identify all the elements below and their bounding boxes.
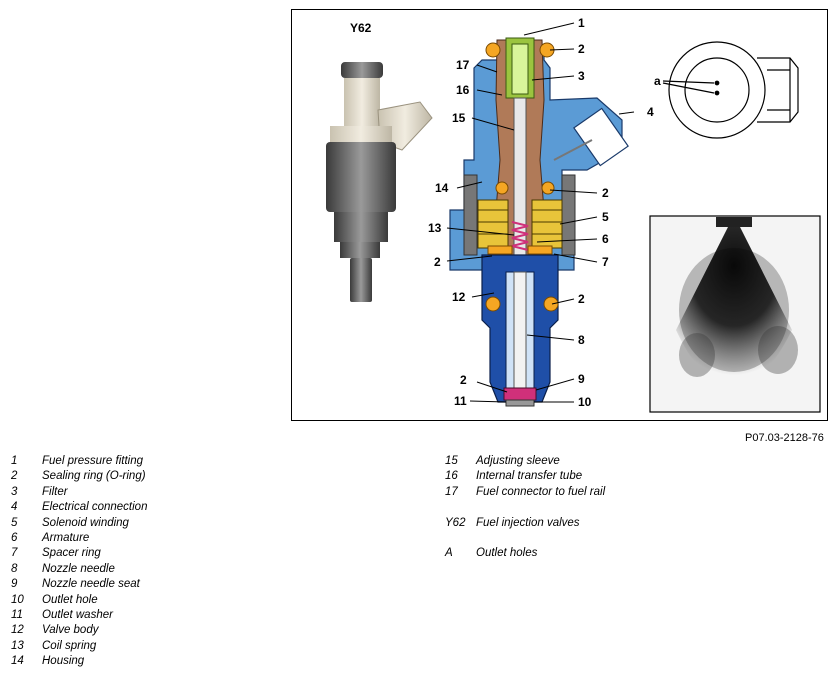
callout-9: 9 [578,372,585,386]
callout-12: 12 [452,290,466,304]
spray-photo [649,215,821,413]
callout-1: 1 [578,16,585,30]
callout-7: 7 [602,255,609,269]
figure-title: Y62 [350,21,372,35]
injector-diagram: Y62 [326,16,821,413]
callout-2-top: 2 [578,42,585,56]
callout-2-left: 2 [434,255,441,269]
callout-2-bottom: 2 [460,373,467,387]
callout-13: 13 [428,221,442,235]
callout-4: 4 [647,105,654,119]
callout-14: 14 [435,181,449,195]
nozzle-end-view [662,41,799,139]
callout-11: 11 [454,394,467,408]
callout-17: 17 [456,58,470,72]
callout-16: 16 [456,83,470,97]
callout-5: 5 [602,210,609,224]
injector-photo [326,62,433,302]
callout-3: 3 [578,69,585,83]
callout-a: a [654,74,661,88]
callout-6: 6 [602,232,609,246]
figure-code: P07.03-2128-76 [745,432,824,444]
leader-lines [446,22,635,403]
diagram-frame: Y62 [291,9,828,421]
injector-cross-section [449,37,629,407]
callout-15: 15 [452,111,466,125]
callout-8: 8 [578,333,585,347]
callout-10: 10 [578,395,592,409]
callout-2-lower: 2 [578,292,585,306]
callout-2-mid: 2 [602,186,609,200]
